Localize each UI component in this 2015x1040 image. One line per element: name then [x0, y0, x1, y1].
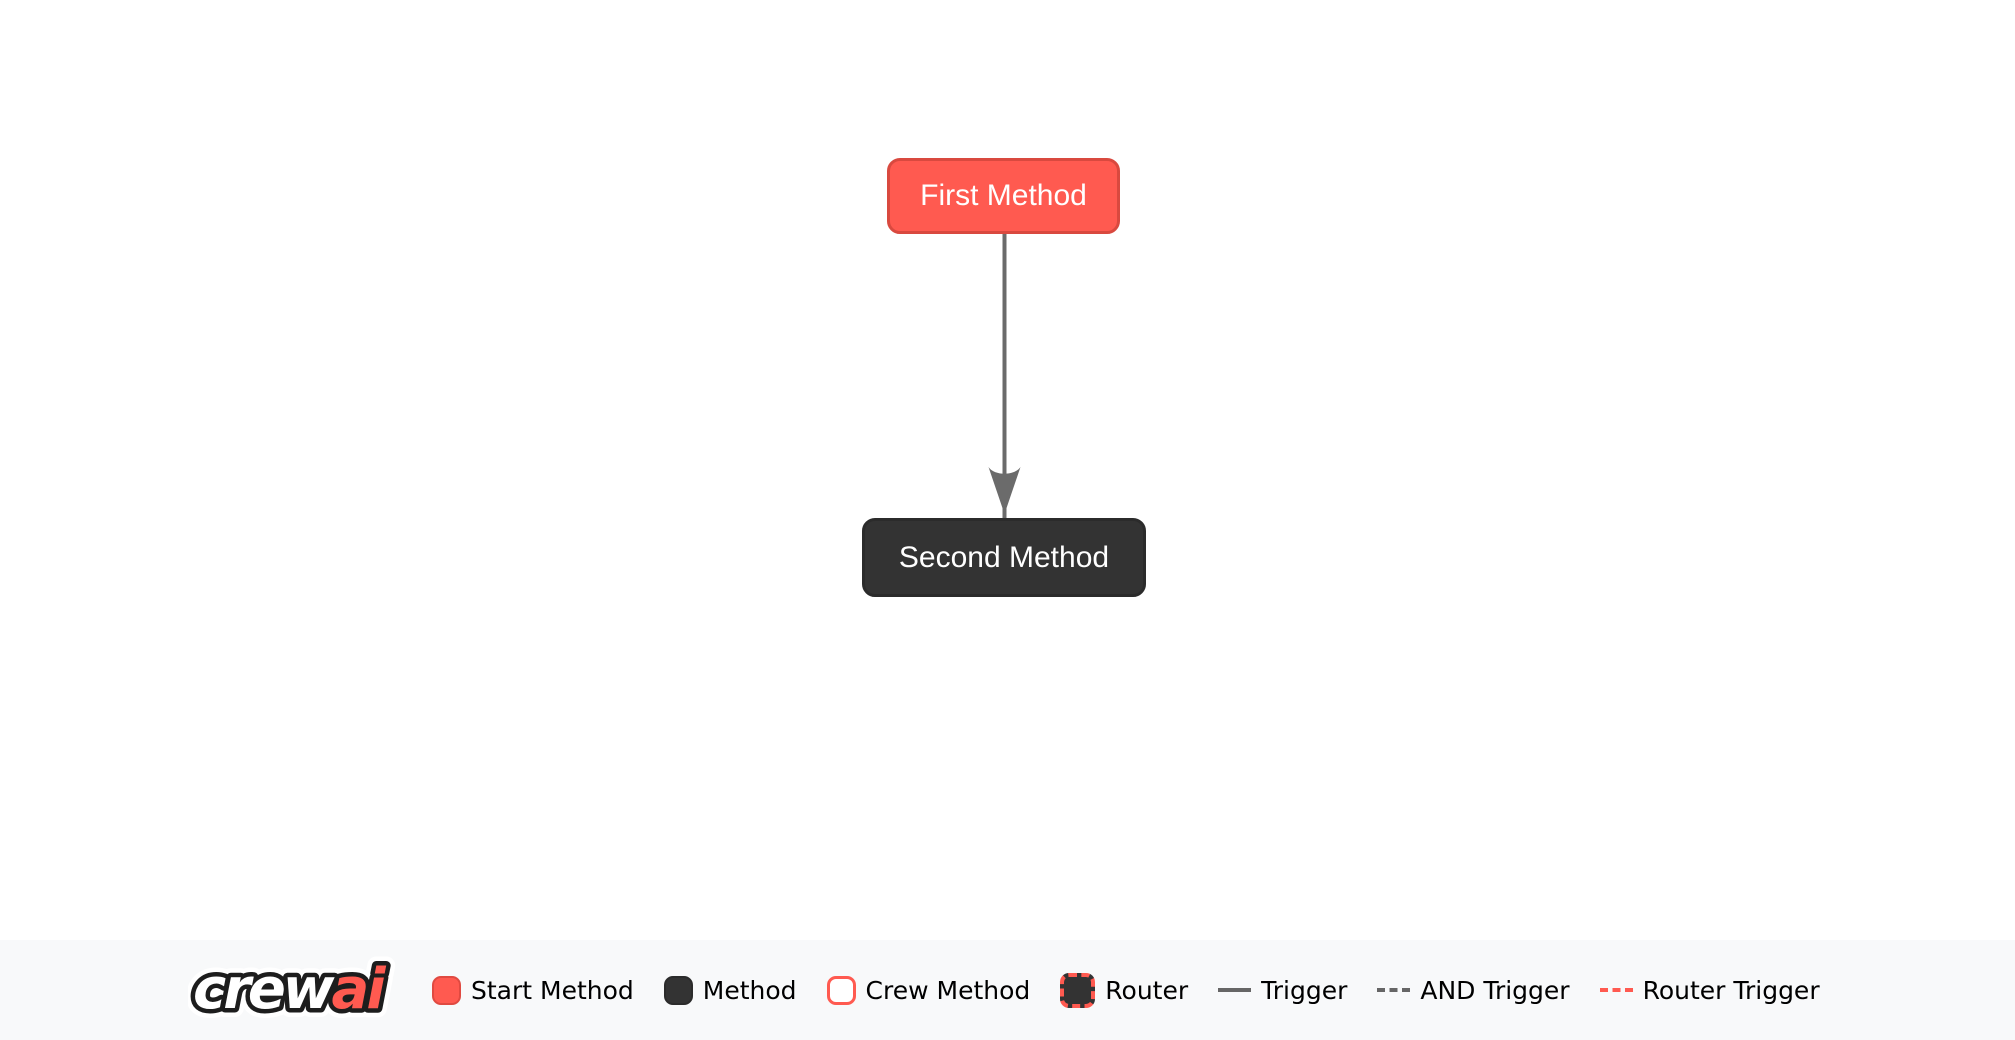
- router-trigger-line-icon: [1599, 988, 1633, 992]
- legend-item-start-method: Start Method: [432, 975, 634, 1005]
- legend-label: Router Trigger: [1642, 975, 1820, 1005]
- legend-label: AND Trigger: [1420, 975, 1570, 1005]
- flow-canvas[interactable]: First Method Second Method: [0, 0, 2015, 940]
- start-method-swatch-icon: [432, 975, 461, 1005]
- node-second-method[interactable]: Second Method: [862, 518, 1146, 597]
- trigger-edge: [988, 234, 1021, 518]
- crew-method-swatch-icon: [826, 975, 856, 1005]
- legend-label: Method: [702, 975, 797, 1005]
- legend-label: Router: [1105, 975, 1189, 1005]
- legend-label: Start Method: [471, 975, 634, 1005]
- node-first-method[interactable]: First Method: [887, 158, 1120, 234]
- legend-item-trigger: Trigger: [1218, 976, 1347, 1005]
- trigger-arrowhead-icon: [988, 467, 1021, 514]
- svg-text:crewai: crewai: [193, 957, 386, 1022]
- legend-label: Crew Method: [865, 975, 1031, 1005]
- legend-item-method: Method: [663, 975, 797, 1005]
- legend-item-crew-method: Crew Method: [826, 975, 1031, 1005]
- and-trigger-line-icon: [1377, 988, 1411, 992]
- legend-item-and-trigger: AND Trigger: [1377, 975, 1570, 1005]
- crewai-logo: crewai crewai: [188, 953, 398, 1027]
- legend-item-router-trigger: Router Trigger: [1599, 975, 1820, 1005]
- router-swatch-icon: [1060, 972, 1096, 1008]
- trigger-line-icon: [1218, 988, 1252, 992]
- legend-item-router: Router: [1060, 972, 1189, 1008]
- method-swatch-icon: [663, 975, 693, 1005]
- legend-label: Trigger: [1261, 975, 1348, 1005]
- legend-bar: crewai crewai Start Method Method Crew M…: [0, 940, 2015, 1040]
